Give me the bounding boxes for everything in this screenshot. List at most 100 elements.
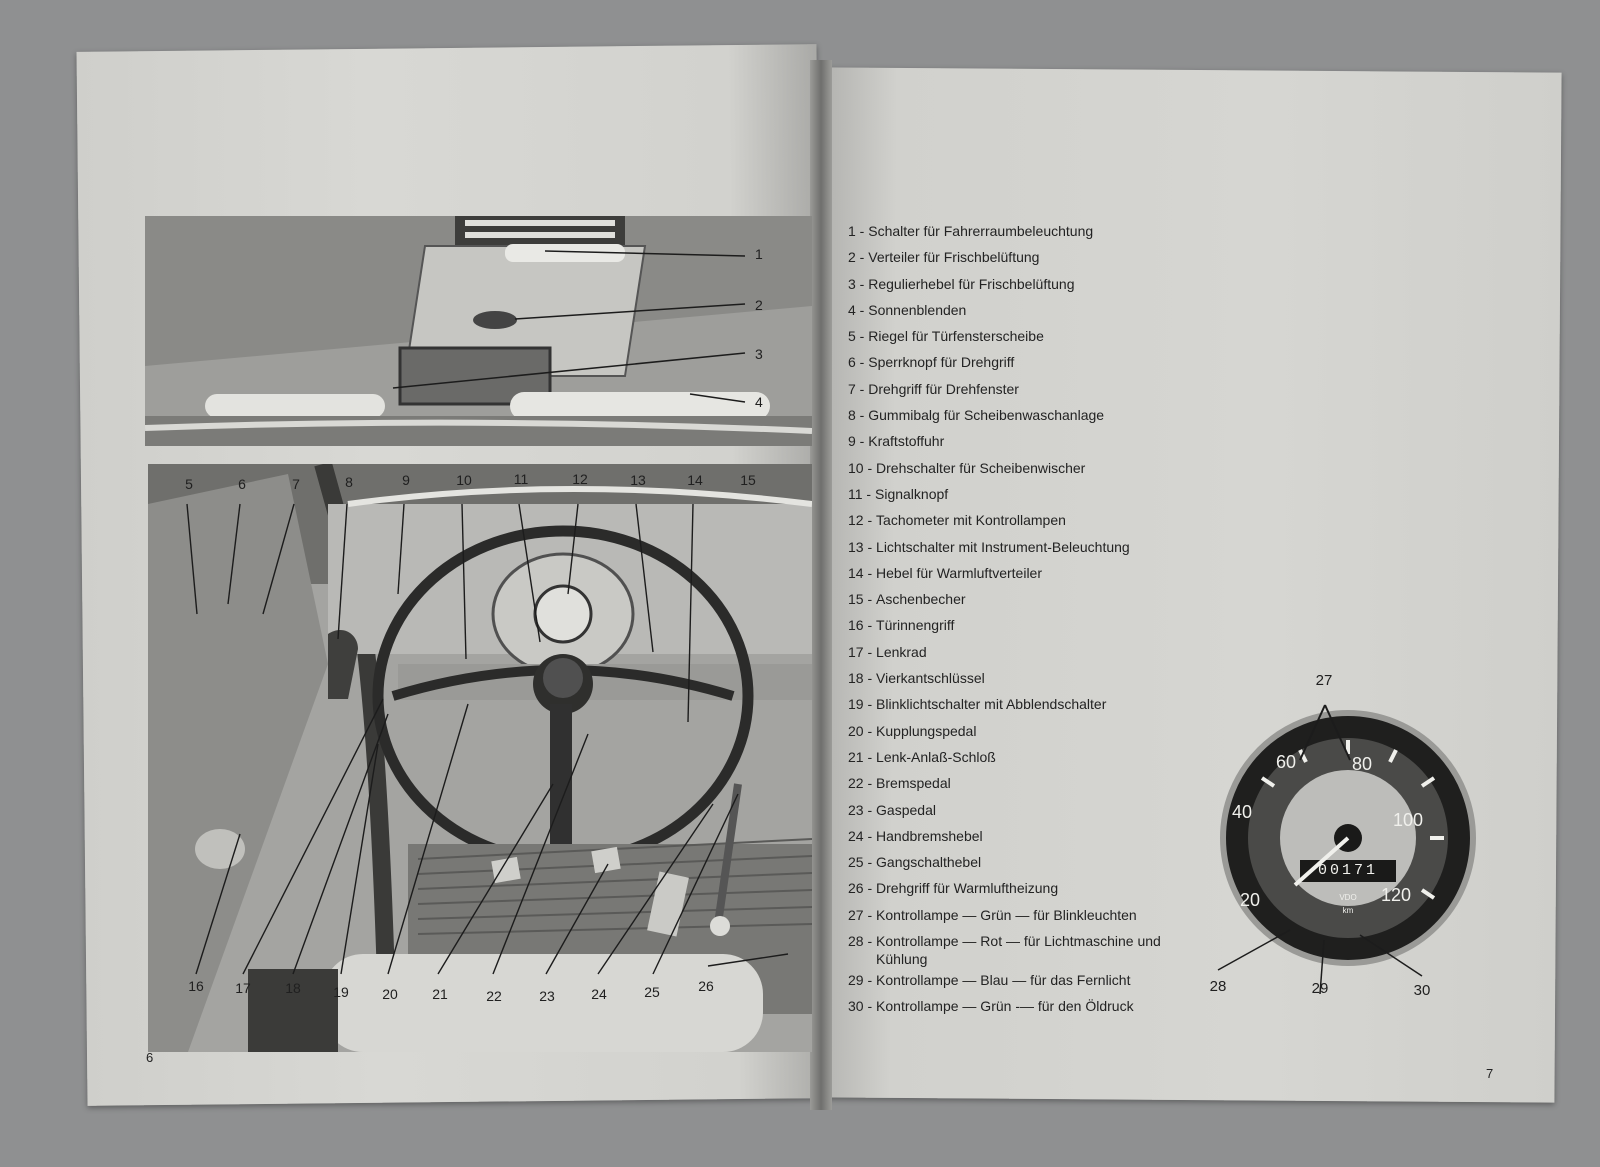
legend-text: Bremspedal — [876, 775, 951, 792]
callout-21: 21 — [432, 986, 448, 1002]
legend-text: Hebel für Warmluftverteiler — [876, 564, 1043, 581]
legend-separator: - — [862, 485, 875, 502]
legend-item-26: 26 - Drehgriff für Warmluftheizung — [848, 879, 1178, 897]
callout-15: 15 — [740, 472, 756, 488]
callout-30: 30 — [1413, 982, 1431, 999]
legend-text: Drehschalter für Scheibenwischer — [876, 459, 1086, 476]
legend-separator: - — [855, 223, 869, 239]
callout-9: 9 — [402, 472, 410, 488]
legend-separator: - — [855, 380, 869, 397]
callout-12: 12 — [572, 471, 588, 487]
legend-separator: - — [863, 801, 877, 818]
legend-item-21: 21 - Lenk-Anlaß-Schloß — [848, 748, 1178, 766]
legend-text: Verteiler für Frischbelüftung — [868, 249, 1040, 266]
legend-item-9: 9 - Kraftstoffuhr — [848, 432, 1178, 450]
legend-number: 5 — [848, 328, 856, 345]
legend-item-5: 5 - Riegel für Türfensterscheibe — [848, 327, 1178, 345]
legend-number: 7 — [848, 380, 856, 397]
legend-separator: - — [855, 301, 869, 318]
callout-5: 5 — [185, 476, 193, 492]
callout-18: 18 — [285, 980, 301, 996]
legend-item-1: 1 - Schalter für Fahrerraumbeleuchtung — [848, 222, 1178, 240]
legend-separator: - — [863, 933, 877, 950]
legend-separator: - — [855, 275, 869, 292]
legend-separator: - — [863, 670, 877, 687]
legend-text: Drehgriff für Warmluftheizung — [876, 880, 1059, 897]
callout-1: 1 — [755, 246, 763, 262]
legend-number: 2 — [848, 249, 856, 266]
legend-number: 20 — [848, 722, 864, 739]
legend-text: Kontrollampe — Rot — für Lichtmaschine u… — [876, 933, 1161, 968]
gauge-scale-120: 120 — [1380, 885, 1412, 905]
legend-separator: - — [863, 998, 877, 1015]
callout-25: 25 — [644, 984, 660, 1000]
legend-number: 3 — [848, 275, 856, 292]
callout-3: 3 — [755, 346, 763, 362]
callout-26: 26 — [698, 978, 714, 994]
legend-separator: - — [863, 748, 877, 765]
legend-text: Türinnengriff — [876, 617, 955, 634]
gauge-scale-100: 100 — [1392, 810, 1424, 830]
legend-number: 11 — [848, 485, 863, 502]
legend-item-28: 28 - Kontrollampe — Rot — für Lichtmasch… — [848, 932, 1178, 968]
legend-separator: - — [863, 591, 877, 608]
legend-item-13: 13 - Lichtschalter mit Instrument-Beleuc… — [848, 538, 1178, 556]
gauge-scale-20: 20 — [1239, 890, 1261, 910]
legend-separator: - — [863, 827, 877, 844]
page-number-left: 6 — [146, 1050, 154, 1065]
callout-23: 23 — [539, 988, 555, 1004]
legend-number: 19 — [848, 696, 864, 713]
legend-separator: - — [863, 906, 877, 923]
legend-text: Kontrollampe — Grün -— für den Öldruck — [876, 998, 1134, 1015]
legend-number: 14 — [848, 564, 864, 581]
legend-text: Lenkrad — [876, 643, 927, 660]
legend-number: 6 — [848, 354, 856, 371]
legend-item-7: 7 - Drehgriff für Drehfenster — [848, 380, 1178, 398]
callout-6: 6 — [238, 476, 246, 492]
gauge-scale-80: 80 — [1351, 754, 1373, 774]
legend-number: 21 — [848, 748, 864, 765]
legend-number: 29 — [848, 972, 864, 989]
legend-separator: - — [863, 854, 877, 871]
legend-text: Blinklichtschalter mit Abblendschalter — [876, 696, 1107, 713]
legend-separator: - — [855, 354, 869, 371]
legend-number: 17 — [848, 643, 864, 660]
callout-13: 13 — [630, 472, 646, 488]
legend-text: Riegel für Türfensterscheibe — [868, 328, 1044, 345]
legend-text: Kupplungspedal — [876, 722, 977, 739]
legend-item-25: 25 - Gangschalthebel — [848, 853, 1178, 871]
legend-text: Sonnenblenden — [868, 301, 967, 318]
legend-item-27: 27 - Kontrollampe — Grün — für Blinkleuc… — [848, 906, 1178, 924]
page-number-right: 7 — [1486, 1066, 1494, 1081]
legend-item-6: 6 - Sperrknopf für Drehgriff — [848, 353, 1178, 371]
callout-10: 10 — [456, 472, 472, 488]
gauge-scale-40: 40 — [1231, 802, 1253, 822]
callout-7: 7 — [292, 476, 300, 492]
callout-11: 11 — [513, 471, 529, 487]
legend-separator: - — [863, 880, 877, 897]
legend-item-22: 22 - Bremspedal — [848, 774, 1178, 792]
legend-separator: - — [855, 407, 869, 424]
callout-22: 22 — [486, 988, 502, 1004]
legend-item-2: 2 - Verteiler für Frischbelüftung — [848, 248, 1178, 266]
legend-number: 18 — [848, 670, 864, 687]
legend-number: 10 — [848, 459, 864, 476]
ceiling-illustration — [145, 216, 812, 446]
legend-text: Lichtschalter mit Instrument-Beleuchtung — [876, 538, 1130, 555]
legend-number: 8 — [848, 407, 856, 424]
legend-text: Aschenbecher — [876, 591, 966, 608]
legend-separator: - — [863, 722, 877, 739]
callout-16: 16 — [188, 978, 204, 994]
legend-number: 22 — [848, 775, 864, 792]
legend-item-18: 18 - Vierkantschlüssel — [848, 669, 1178, 687]
legend-number: 9 — [848, 433, 856, 450]
legend-separator: - — [863, 538, 877, 555]
callout-14: 14 — [687, 472, 703, 488]
legend-item-14: 14 - Hebel für Warmluftverteiler — [848, 564, 1178, 582]
callout-29: 29 — [1311, 980, 1329, 997]
legend-separator: - — [855, 433, 869, 450]
legend-separator: - — [863, 775, 877, 792]
callout-2: 2 — [755, 297, 763, 313]
callout-8: 8 — [345, 474, 353, 490]
legend-separator: - — [863, 643, 877, 660]
